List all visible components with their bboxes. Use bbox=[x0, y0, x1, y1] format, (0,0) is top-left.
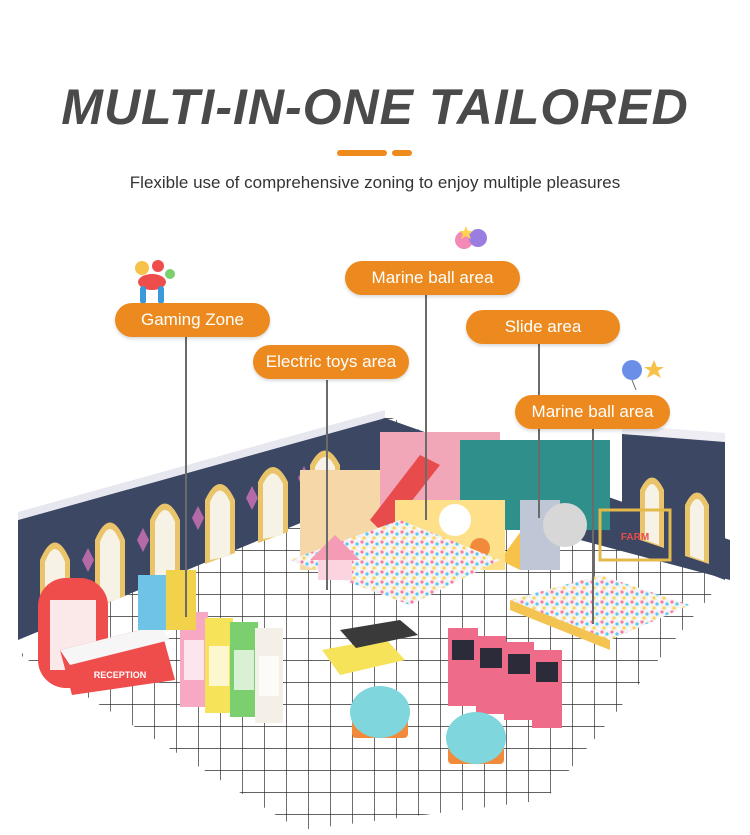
arcade-cabinets bbox=[448, 628, 562, 728]
label-slide-area: Slide area bbox=[466, 310, 620, 344]
leader-electric-toys bbox=[326, 380, 328, 590]
page-title: MULTI-IN-ONE TAILORED bbox=[61, 79, 689, 135]
reception-desk: RECEPTION bbox=[38, 578, 175, 695]
left-wall bbox=[18, 410, 385, 640]
page-subtitle: Flexible use of comprehensive zoning to … bbox=[129, 173, 621, 192]
balloons-star-icon bbox=[622, 360, 664, 390]
title-underline-short bbox=[392, 150, 412, 156]
air-hockey-tables bbox=[322, 620, 418, 675]
label-electric-toys: Electric toys area bbox=[253, 345, 409, 379]
label-marine-ball-top: Marine ball area bbox=[345, 261, 520, 295]
balloons-icon bbox=[455, 226, 487, 249]
ball-pit-left bbox=[290, 520, 500, 605]
label-marine-ball-right: Marine ball area bbox=[515, 395, 670, 429]
ball-pit-right: FARM bbox=[510, 508, 690, 650]
farm-sign: FARM bbox=[621, 532, 649, 543]
balloon-dog-icon bbox=[135, 260, 175, 304]
leader-marine-ball-right bbox=[592, 429, 594, 624]
leader-slide-area bbox=[538, 343, 540, 518]
reception-sign: RECEPTION bbox=[94, 670, 147, 680]
leader-gaming-zone bbox=[185, 337, 187, 617]
label-gaming-zone: Gaming Zone bbox=[115, 303, 270, 337]
game-shelves bbox=[138, 570, 196, 630]
title-underline-long bbox=[337, 150, 387, 156]
dome-rides bbox=[350, 686, 506, 764]
leader-marine-ball-top bbox=[425, 295, 427, 520]
